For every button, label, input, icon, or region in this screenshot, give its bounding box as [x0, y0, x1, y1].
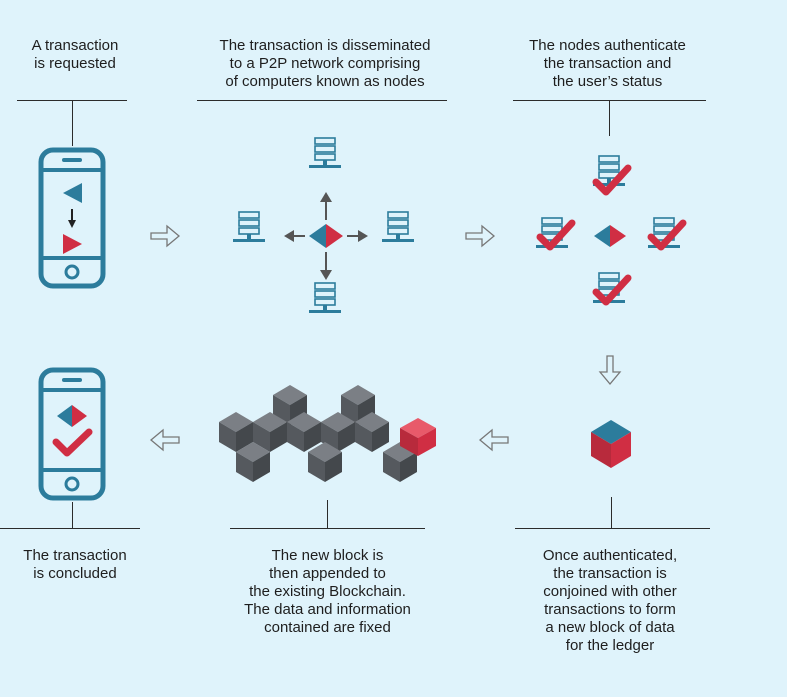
step-concluded-label: The transaction is concluded — [23, 547, 127, 582]
tick-conjoined — [611, 497, 612, 528]
tick-authenticate — [609, 100, 610, 136]
rule-appended — [230, 528, 425, 529]
arrow-right-icon — [465, 225, 495, 247]
step-disseminated-label: The transaction is disseminated to a P2P… — [219, 37, 431, 90]
arrow-right-icon — [150, 225, 180, 247]
arrow-left-icon — [479, 429, 509, 451]
step-requested-label: A transaction is requested — [31, 37, 119, 72]
rule-disseminated — [197, 100, 447, 101]
tick-appended — [327, 500, 328, 528]
new-block-cube-icon — [591, 420, 631, 468]
arrow-down-icon — [599, 355, 621, 385]
phone-concluded-icon — [38, 367, 106, 501]
tick-requested — [72, 100, 73, 146]
network-icon — [232, 137, 415, 314]
rule-conjoined — [515, 528, 710, 529]
tick-concluded — [72, 502, 73, 528]
blockchain-icon — [219, 385, 436, 482]
rule-concluded — [0, 528, 140, 529]
authenticated-nodes-icon — [535, 155, 683, 303]
step-conjoined-label: Once authenticated, the transaction is c… — [542, 547, 678, 654]
arrow-left-icon — [150, 429, 180, 451]
step-authenticate-label: The nodes authenticate the transaction a… — [529, 37, 686, 90]
phone-icon — [38, 147, 106, 289]
step-appended-label: The new block is then appended to the ex… — [244, 547, 411, 636]
